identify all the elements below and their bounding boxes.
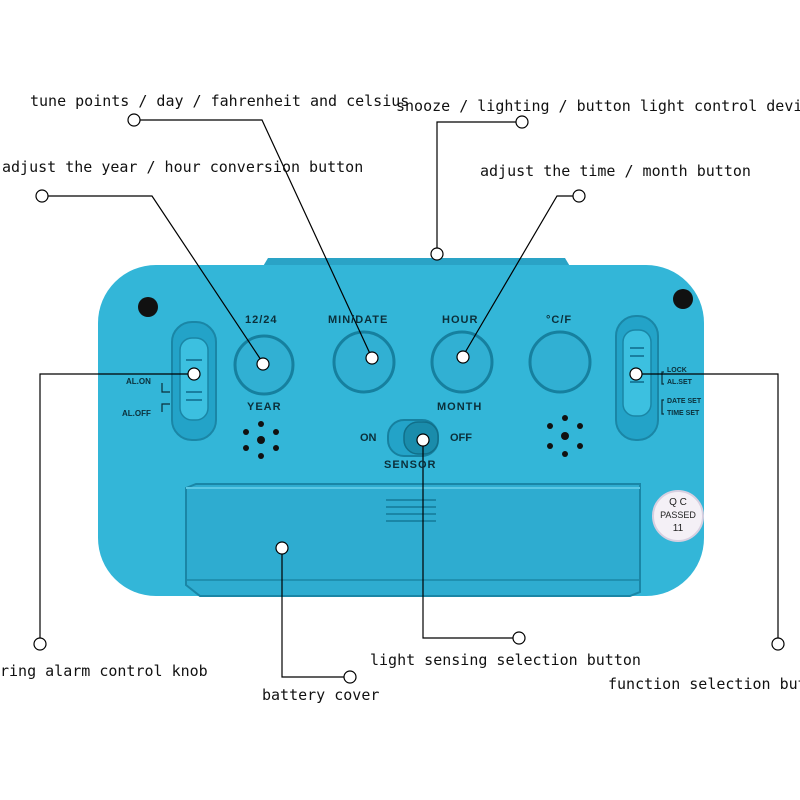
endpoint-1224 [256,357,270,371]
qc-line-2: PASSED [660,510,696,520]
qc-line-1: Q C [669,497,687,508]
qc-sticker [652,490,704,542]
button-cf[interactable] [528,330,592,394]
screw-hole-right [673,289,693,309]
speaker-grille-left [243,421,279,459]
label-sensor-on: ON [360,432,377,444]
endpoint-time-month [572,189,586,203]
endpoint-sensing [512,631,526,645]
endpoint-ring [33,637,47,651]
qc-line-3: 11 [672,523,684,534]
leader-lines [39,119,779,678]
callout-ring: ring alarm control knob [0,662,208,680]
speaker-grille-right [547,415,583,457]
label-al-set: AL.SET [667,379,692,386]
endpoint-snooze-device [430,247,444,261]
al-bracket [161,403,170,412]
button-min-date[interactable] [332,330,396,394]
label-lock: LOCK [667,367,687,374]
battery-cover-grip [386,499,436,522]
endpoint-function [771,637,785,651]
screw-hole-left [138,297,158,317]
callout-function: function selection button [608,675,800,693]
endpoint-battery [343,670,357,684]
label-hour: HOUR [442,314,479,326]
label-al-on: AL.ON [126,377,151,386]
endpoint-tune [127,113,141,127]
callout-time-month: adjust the time / month button [480,162,751,180]
callout-snooze: snooze / lighting / button light control… [396,97,800,115]
callout-battery: battery cover [262,686,380,704]
label-1224: 12/24 [245,314,278,326]
endpoint-min-date [365,351,379,365]
label-time-set: TIME SET [667,410,700,417]
label-date-set: DATE SET [667,398,702,405]
endpoint-snooze [515,115,529,129]
endpoint-hour [456,350,470,364]
label-cf: °C/F [546,314,573,326]
fn-bracket [661,371,664,385]
fn-bracket [661,399,664,415]
label-year: YEAR [247,401,282,413]
leader-endpoints [33,113,785,684]
callout-tune: tune points / day / fahrenheit and celsi… [30,92,410,110]
endpoint-battery-cover [275,541,289,555]
endpoint-function-slider [629,367,643,381]
label-min-date: MIN/DATE [328,314,389,326]
label-al-off: AL.OFF [122,409,151,418]
endpoint-sensor-switch [416,433,430,447]
al-bracket [161,383,170,393]
endpoint-alarm-slider [187,367,201,381]
callout-sensing: light sensing selection button [370,651,641,669]
label-month: MONTH [437,401,483,413]
label-sensor: SENSOR [384,459,437,471]
label-sensor-off: OFF [450,432,472,444]
callout-year-hour: adjust the year / hour conversion button [2,158,364,176]
endpoint-year-hour [35,189,49,203]
